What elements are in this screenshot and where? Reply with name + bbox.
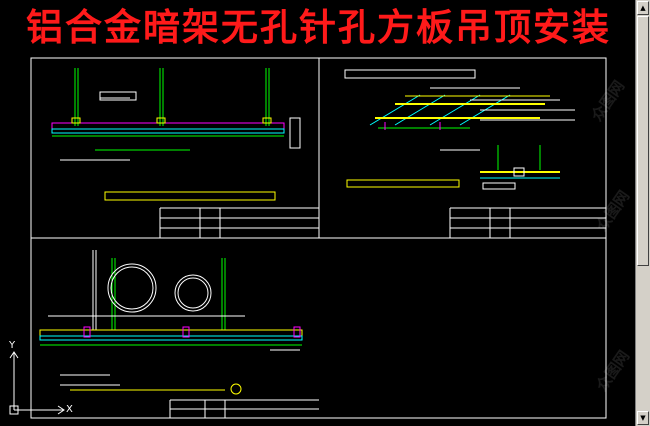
ucs-axis-icon [9,351,65,415]
panel-section-top-left [51,68,319,238]
down-arrow-icon[interactable]: ▼ [637,411,649,425]
drawing-title: 铝合金暗架无孔针孔方板吊顶安装 [26,5,611,49]
panel-isometric-top-right [344,69,606,238]
pipe-large [107,263,157,313]
ucs-y-label: Y [9,340,16,351]
pipe-small [174,274,212,312]
sheet-frames [30,57,607,419]
scroll-thumb[interactable] [637,16,649,266]
panel-section-bottom-left [39,250,319,418]
ucs-x-label: X [66,404,73,415]
vertical-scrollbar[interactable]: ▲ ▼ [635,0,650,426]
up-arrow-icon[interactable]: ▲ [637,1,649,15]
